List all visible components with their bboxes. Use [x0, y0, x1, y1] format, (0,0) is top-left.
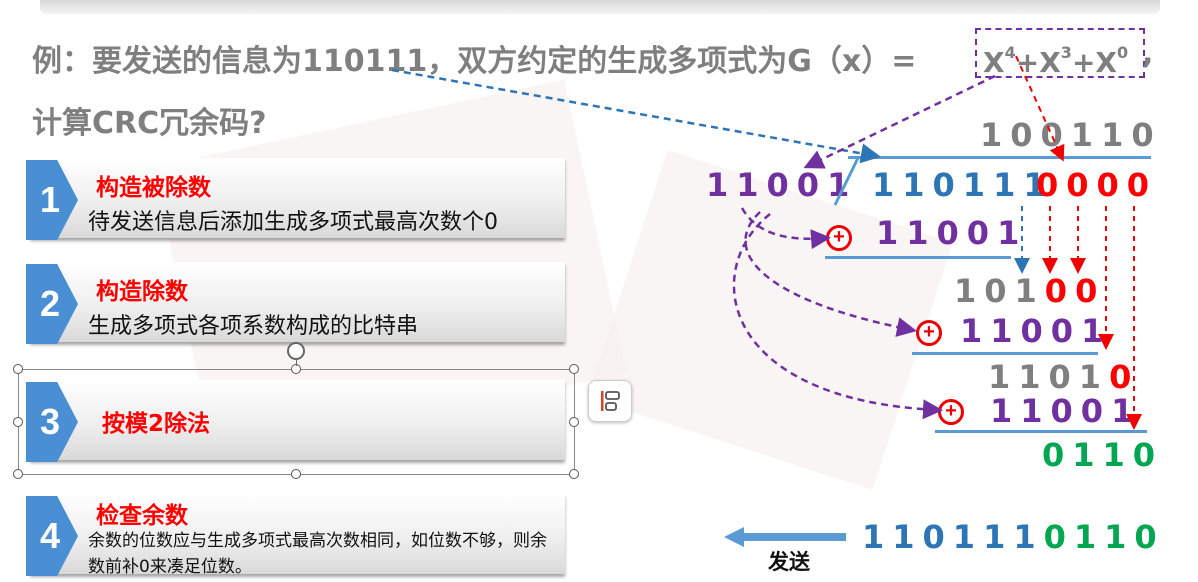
step-2[interactable]: 2 构造除数 生成多项式各项系数构成的比特串 — [26, 262, 565, 350]
step-card — [30, 380, 565, 460]
poly-term: X — [983, 46, 1005, 79]
step-description: 待发送信息后添加生成多项式最高次数个0 — [88, 210, 498, 235]
generator-polynomial: X4+X3+X0 — [975, 28, 1145, 79]
poly-term: X — [1039, 46, 1061, 79]
rotate-handle-stem — [296, 360, 297, 366]
layout-options-button[interactable] — [588, 380, 632, 422]
remainder-1-red: 00 — [1044, 272, 1106, 310]
step-number: 3 — [39, 401, 61, 442]
transmitted-message: 110111 — [862, 518, 1044, 556]
poly-exp: 3 — [1060, 43, 1072, 62]
step-number: 2 — [39, 283, 61, 324]
poly-plus: + — [1071, 46, 1096, 79]
rotate-handle[interactable] — [287, 342, 305, 360]
step-heading: 构造除数 — [96, 279, 188, 305]
subtrahend-1: 11001 — [876, 214, 1028, 252]
resize-handle-e[interactable] — [569, 417, 579, 427]
step-4[interactable]: 4 检查余数 余数的位数应与生成多项式最高次数相同，如位数不够，则余数前补0来凑… — [26, 494, 565, 582]
transmitted-crc: 0110 — [1043, 518, 1165, 556]
dividend-zeros: 0000 — [1036, 166, 1158, 204]
rule-2 — [912, 352, 1098, 355]
divisor: 11001 — [706, 166, 858, 204]
step-card — [30, 158, 565, 238]
subtrahend-2: 11001 — [960, 312, 1112, 350]
step-heading: 构造被除数 — [96, 175, 211, 201]
rule-1 — [825, 256, 1011, 259]
slide-title-line2: 计算CRC冗余码? — [32, 106, 267, 141]
poly-term: X — [1095, 46, 1117, 79]
step-description: 生成多项式各项系数构成的比特串 — [88, 314, 419, 339]
remainder-1-gray: 101 — [954, 272, 1045, 310]
step-3[interactable]: 3 按模2除法 — [26, 380, 565, 468]
dividend-message: 110111 — [872, 166, 1054, 204]
step-number: 4 — [39, 515, 61, 556]
rule-3 — [935, 430, 1147, 433]
resize-handle-ne[interactable] — [569, 364, 579, 374]
title-comma: , — [1142, 36, 1154, 71]
resize-handle-sw[interactable] — [13, 469, 23, 479]
step-1[interactable]: 1 构造被除数 待发送信息后添加生成多项式最高次数个0 — [26, 158, 565, 246]
resize-handle-nw[interactable] — [13, 364, 23, 374]
step-card — [30, 262, 565, 342]
poly-exp: 4 — [1004, 43, 1016, 62]
crc-remainder: 0110 — [1042, 436, 1164, 474]
step-card — [30, 494, 565, 574]
poly-exp: 0 — [1117, 43, 1129, 62]
remainder-2-gray: 1101 — [988, 358, 1110, 396]
quotient: 100110 — [980, 116, 1162, 154]
subtrahend-3: 11001 — [990, 392, 1142, 430]
transmitted-code: 1101110110 — [862, 518, 1165, 556]
step-description: 余数的位数应与生成多项式最高次数相同，如位数不够，则余数前补0来凑足位数。 — [88, 531, 547, 577]
remainder-2-red: 0 — [1109, 358, 1140, 396]
send-label: 发送 — [768, 550, 810, 574]
division-bar — [848, 156, 1151, 159]
step-number: 1 — [39, 179, 61, 220]
step-heading: 检查余数 — [96, 503, 188, 529]
resize-handle-se[interactable] — [569, 469, 579, 479]
top-banner — [40, 0, 1160, 14]
step-heading: 按模2除法 — [102, 411, 211, 437]
resize-handle-s[interactable] — [291, 469, 301, 479]
remainder-1: 10100 — [954, 272, 1105, 310]
slide-title-line1: 例：要发送的信息为110111，双方约定的生成多项式为G（x）= — [32, 44, 917, 79]
remainder-2: 11010 — [988, 358, 1139, 396]
xor-sign: + — [916, 320, 942, 346]
layout-options-icon — [601, 391, 620, 411]
resize-handle-w[interactable] — [13, 417, 23, 427]
